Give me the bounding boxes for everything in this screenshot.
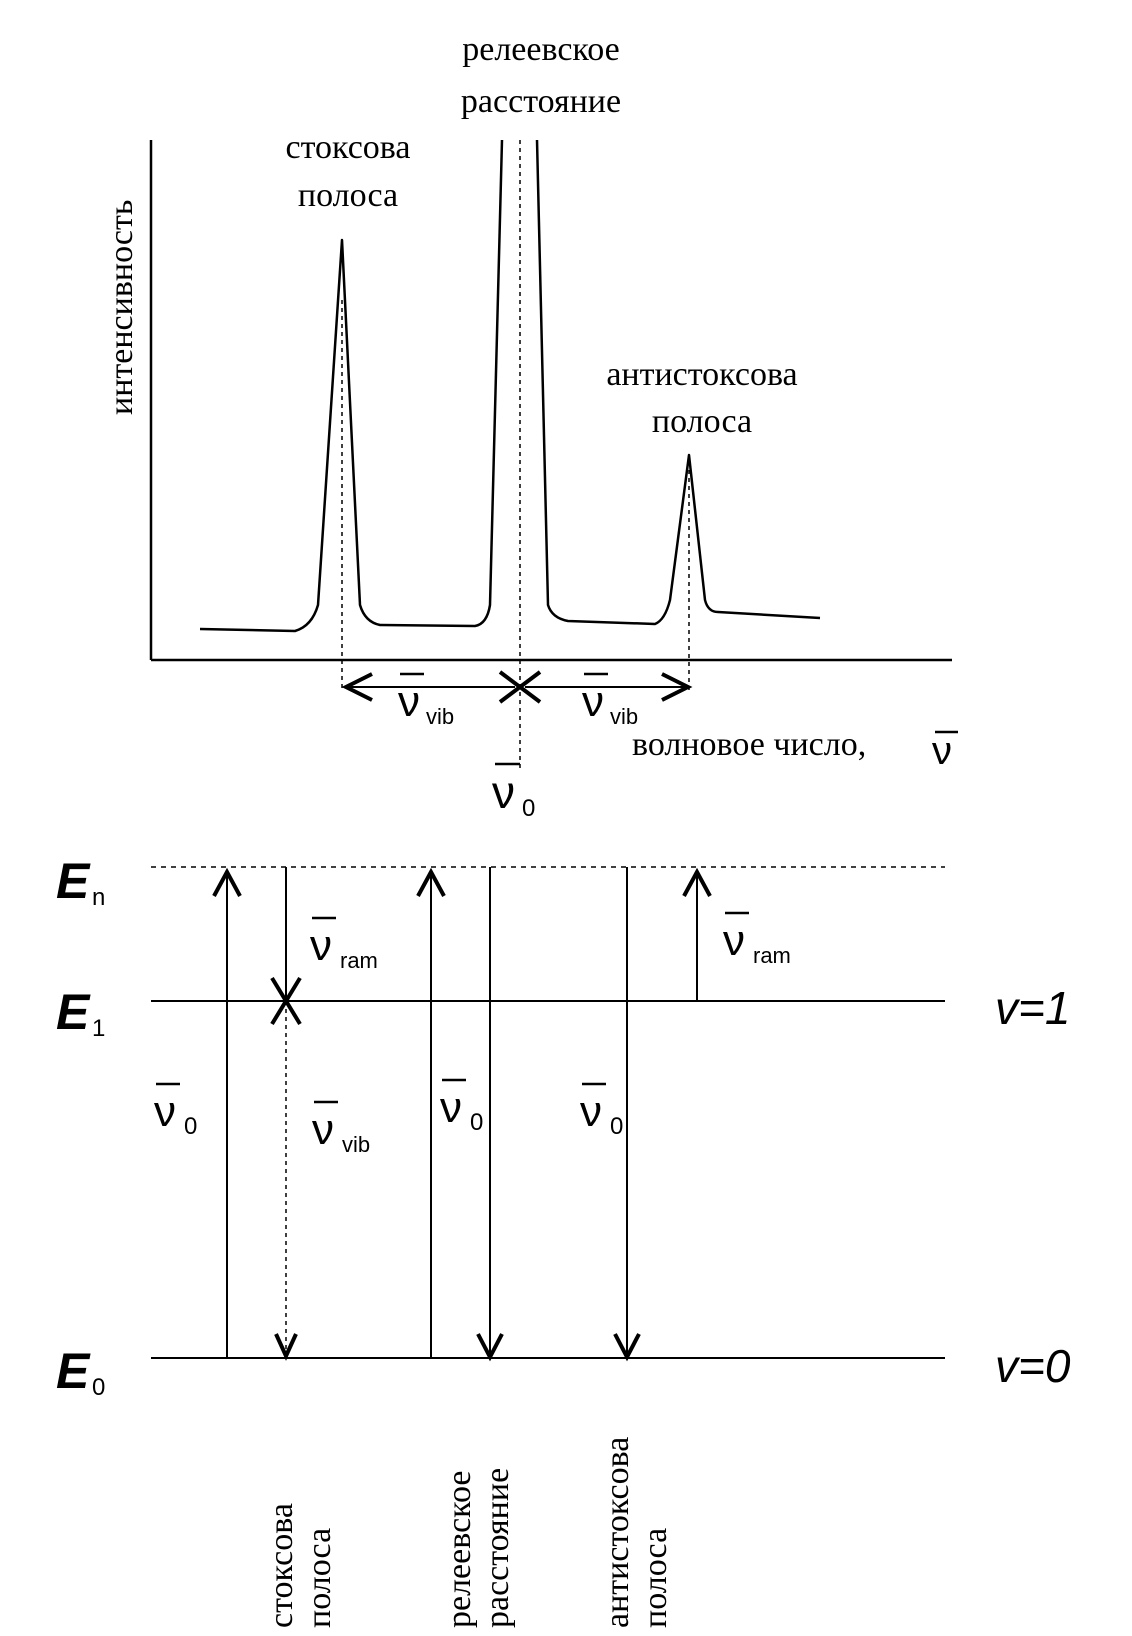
stokes-vib-head bbox=[274, 1333, 298, 1361]
level-En-label: E n bbox=[56, 853, 105, 911]
vib-arrow-left-head-l bbox=[341, 672, 373, 702]
nu-ram-label-left: ν ram bbox=[310, 916, 378, 973]
nu-symbol: ν bbox=[582, 677, 604, 726]
nu-vib-label-right: ν vib bbox=[582, 672, 638, 729]
nu-ram-label-right: ν ram bbox=[723, 911, 791, 968]
antistokes-label-line2: полоса bbox=[652, 403, 752, 440]
nu-symbol: ν bbox=[723, 916, 745, 965]
nu0-subscript: 0 bbox=[610, 1113, 623, 1140]
nu0-label-stokes: ν 0 bbox=[154, 1082, 197, 1140]
bottom-label-line: релеевское bbox=[441, 1471, 478, 1628]
antistokes-label-line1: антистоксова bbox=[606, 356, 797, 393]
stokes-vib-tail bbox=[270, 997, 302, 1026]
bottom-label-line: полоса bbox=[637, 1528, 674, 1628]
nu0-label: ν 0 bbox=[492, 762, 535, 822]
antistokes-scatter-head bbox=[613, 1333, 641, 1362]
bottom-label-rayleigh: релеевское расстояние bbox=[441, 1468, 516, 1628]
nu-symbol: ν bbox=[398, 677, 420, 726]
nu0-subscript: 0 bbox=[184, 1113, 197, 1140]
vib-subscript: vib bbox=[342, 1132, 370, 1157]
nu-symbol: ν bbox=[580, 1087, 602, 1136]
energy-subscript: 1 bbox=[92, 1015, 105, 1042]
nu-symbol: ν bbox=[154, 1087, 176, 1136]
nu0-label-antistokes: ν 0 bbox=[580, 1082, 623, 1140]
vib-subscript: vib bbox=[426, 704, 454, 729]
y-axis-label: интенсивность bbox=[103, 200, 140, 415]
energy-symbol: E bbox=[56, 1343, 91, 1399]
nu-vib-label-energy: ν vib bbox=[312, 1100, 370, 1157]
x-axis-label: волновое число, bbox=[632, 726, 866, 763]
rayleigh-label-line1: релеевское bbox=[462, 31, 619, 68]
rayleigh-label-line2: расстояние bbox=[461, 83, 621, 120]
quantum-label-v0: v=0 bbox=[995, 1340, 1071, 1392]
stokes-label-line1: стоксова bbox=[286, 129, 411, 166]
nu0-subscript: 0 bbox=[522, 795, 535, 822]
rayleigh-scatter-head bbox=[476, 1333, 504, 1362]
nu0-subscript: 0 bbox=[470, 1109, 483, 1136]
nu-symbol: ν bbox=[312, 1105, 334, 1154]
spectrum-panel: интенсивность релеевское расстояние сток… bbox=[103, 31, 958, 822]
bottom-label-antistokes: антистоксова полоса bbox=[599, 1437, 674, 1628]
spectrum-trace bbox=[199, 139, 821, 633]
bottom-label-stokes: стоксова полоса bbox=[263, 1503, 338, 1628]
nu-vib-label-left: ν vib bbox=[398, 672, 454, 729]
nu-symbol: ν bbox=[310, 921, 332, 970]
nu-symbol: ν bbox=[492, 766, 515, 818]
level-E1-label: E 1 bbox=[56, 984, 105, 1042]
vib-arrow-right-head-r bbox=[661, 672, 693, 702]
nu0-label-rayleigh: ν 0 bbox=[440, 1078, 483, 1136]
vib-subscript: vib bbox=[610, 704, 638, 729]
bottom-label-line: расстояние bbox=[479, 1468, 516, 1628]
rayleigh-excitation-head bbox=[416, 867, 446, 897]
nu-symbol: ν bbox=[440, 1083, 462, 1132]
energy-symbol: E bbox=[56, 984, 91, 1040]
stokes-excitation-head bbox=[212, 867, 242, 897]
antistokes-excitation-head bbox=[682, 867, 712, 897]
x-axis-symbol: ν bbox=[932, 729, 952, 773]
energy-subscript: n bbox=[92, 884, 105, 911]
level-E0-label: E 0 bbox=[56, 1343, 105, 1401]
bottom-label-line: стоксова bbox=[263, 1503, 300, 1628]
bottom-label-line: антистоксова bbox=[599, 1437, 636, 1628]
vib-arrow-right-head-l bbox=[516, 670, 542, 704]
energy-symbol: E bbox=[56, 853, 91, 909]
energy-subscript: 0 bbox=[92, 1374, 105, 1401]
ram-subscript: ram bbox=[753, 943, 791, 968]
stokes-label-line2: полоса bbox=[298, 177, 398, 214]
ram-subscript: ram bbox=[340, 948, 378, 973]
bottom-label-line: полоса bbox=[301, 1528, 338, 1628]
energy-diagram-panel: E n E 1 E 0 v=1 v=0 bbox=[56, 853, 1071, 1628]
quantum-label-v1: v=1 bbox=[995, 982, 1070, 1034]
